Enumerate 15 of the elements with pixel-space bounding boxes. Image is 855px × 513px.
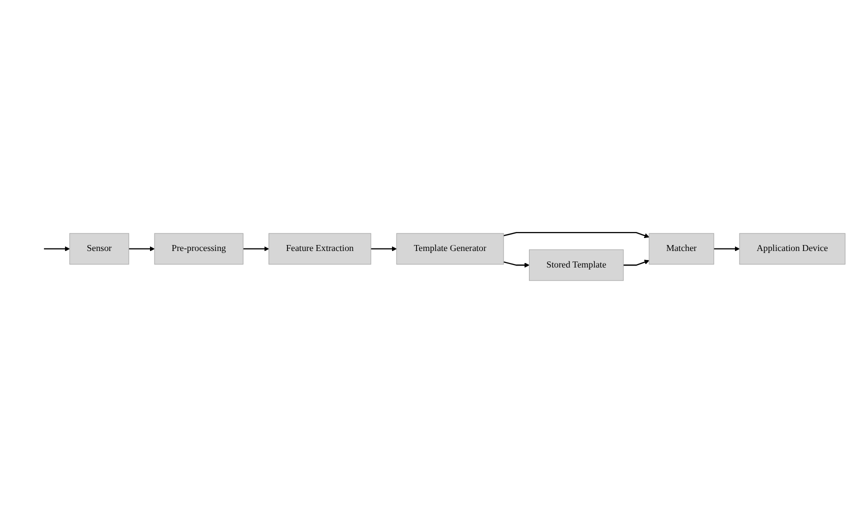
arrow — [44, 246, 70, 252]
node-box: Stored Template — [529, 249, 624, 281]
arrow — [370, 246, 397, 252]
node-box: Pre-processing — [154, 233, 244, 264]
arrow — [243, 246, 270, 252]
node-box: Sensor — [69, 233, 130, 264]
node-box: Template Generator — [396, 233, 504, 264]
arrow — [504, 232, 650, 238]
arrow — [624, 260, 650, 266]
node-box: Application Device — [739, 233, 846, 264]
arrow — [714, 246, 740, 252]
arrow — [128, 246, 155, 252]
arrow — [504, 261, 530, 268]
node-box: Feature Extraction — [268, 233, 372, 264]
node-box: Matcher — [648, 233, 714, 264]
